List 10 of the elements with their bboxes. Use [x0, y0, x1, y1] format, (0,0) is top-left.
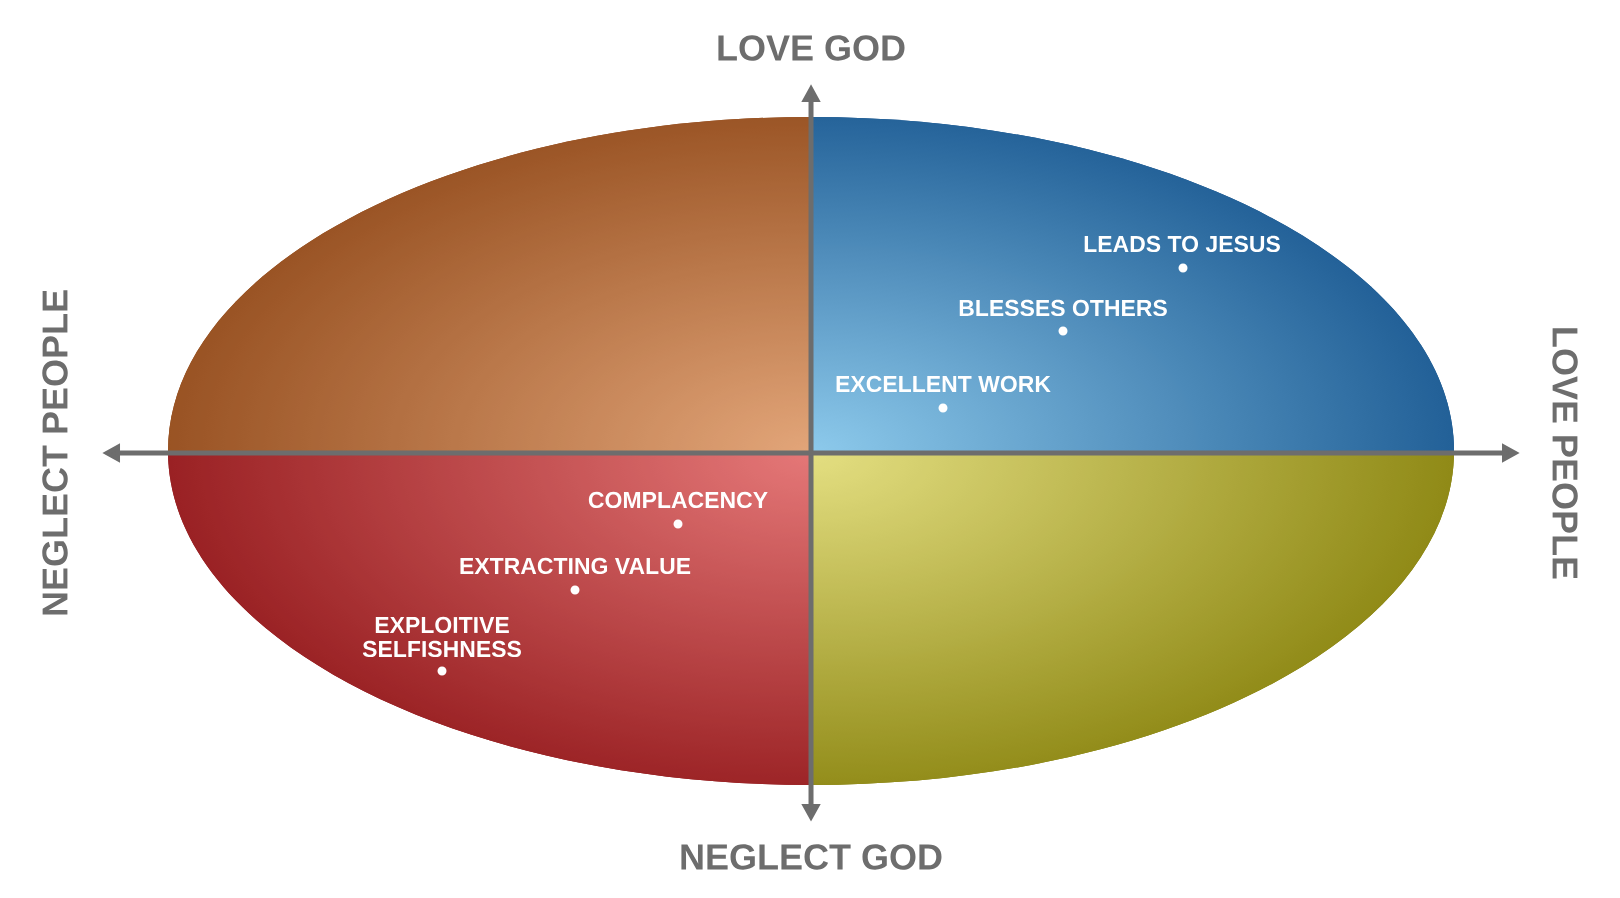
point-label: BLESSES OTHERS	[959, 299, 1167, 317]
point-label: EXTRACTING VALUE	[460, 557, 691, 575]
axis-label: LOVE PEOPLE	[1552, 328, 1578, 579]
point-label: EXPLOITIVE SELFISHNESS	[362, 616, 521, 658]
point-label: LEADS TO JESUS	[1084, 235, 1280, 253]
axis-label: NEGLECT GOD	[681, 844, 942, 870]
point-label: EXCELLENT WORK	[836, 375, 1051, 393]
axis-label: LOVE GOD	[718, 35, 905, 61]
axis-label: NEGLECT PEOPLE	[42, 290, 68, 615]
point-label: COMPLACENCY	[588, 491, 768, 509]
